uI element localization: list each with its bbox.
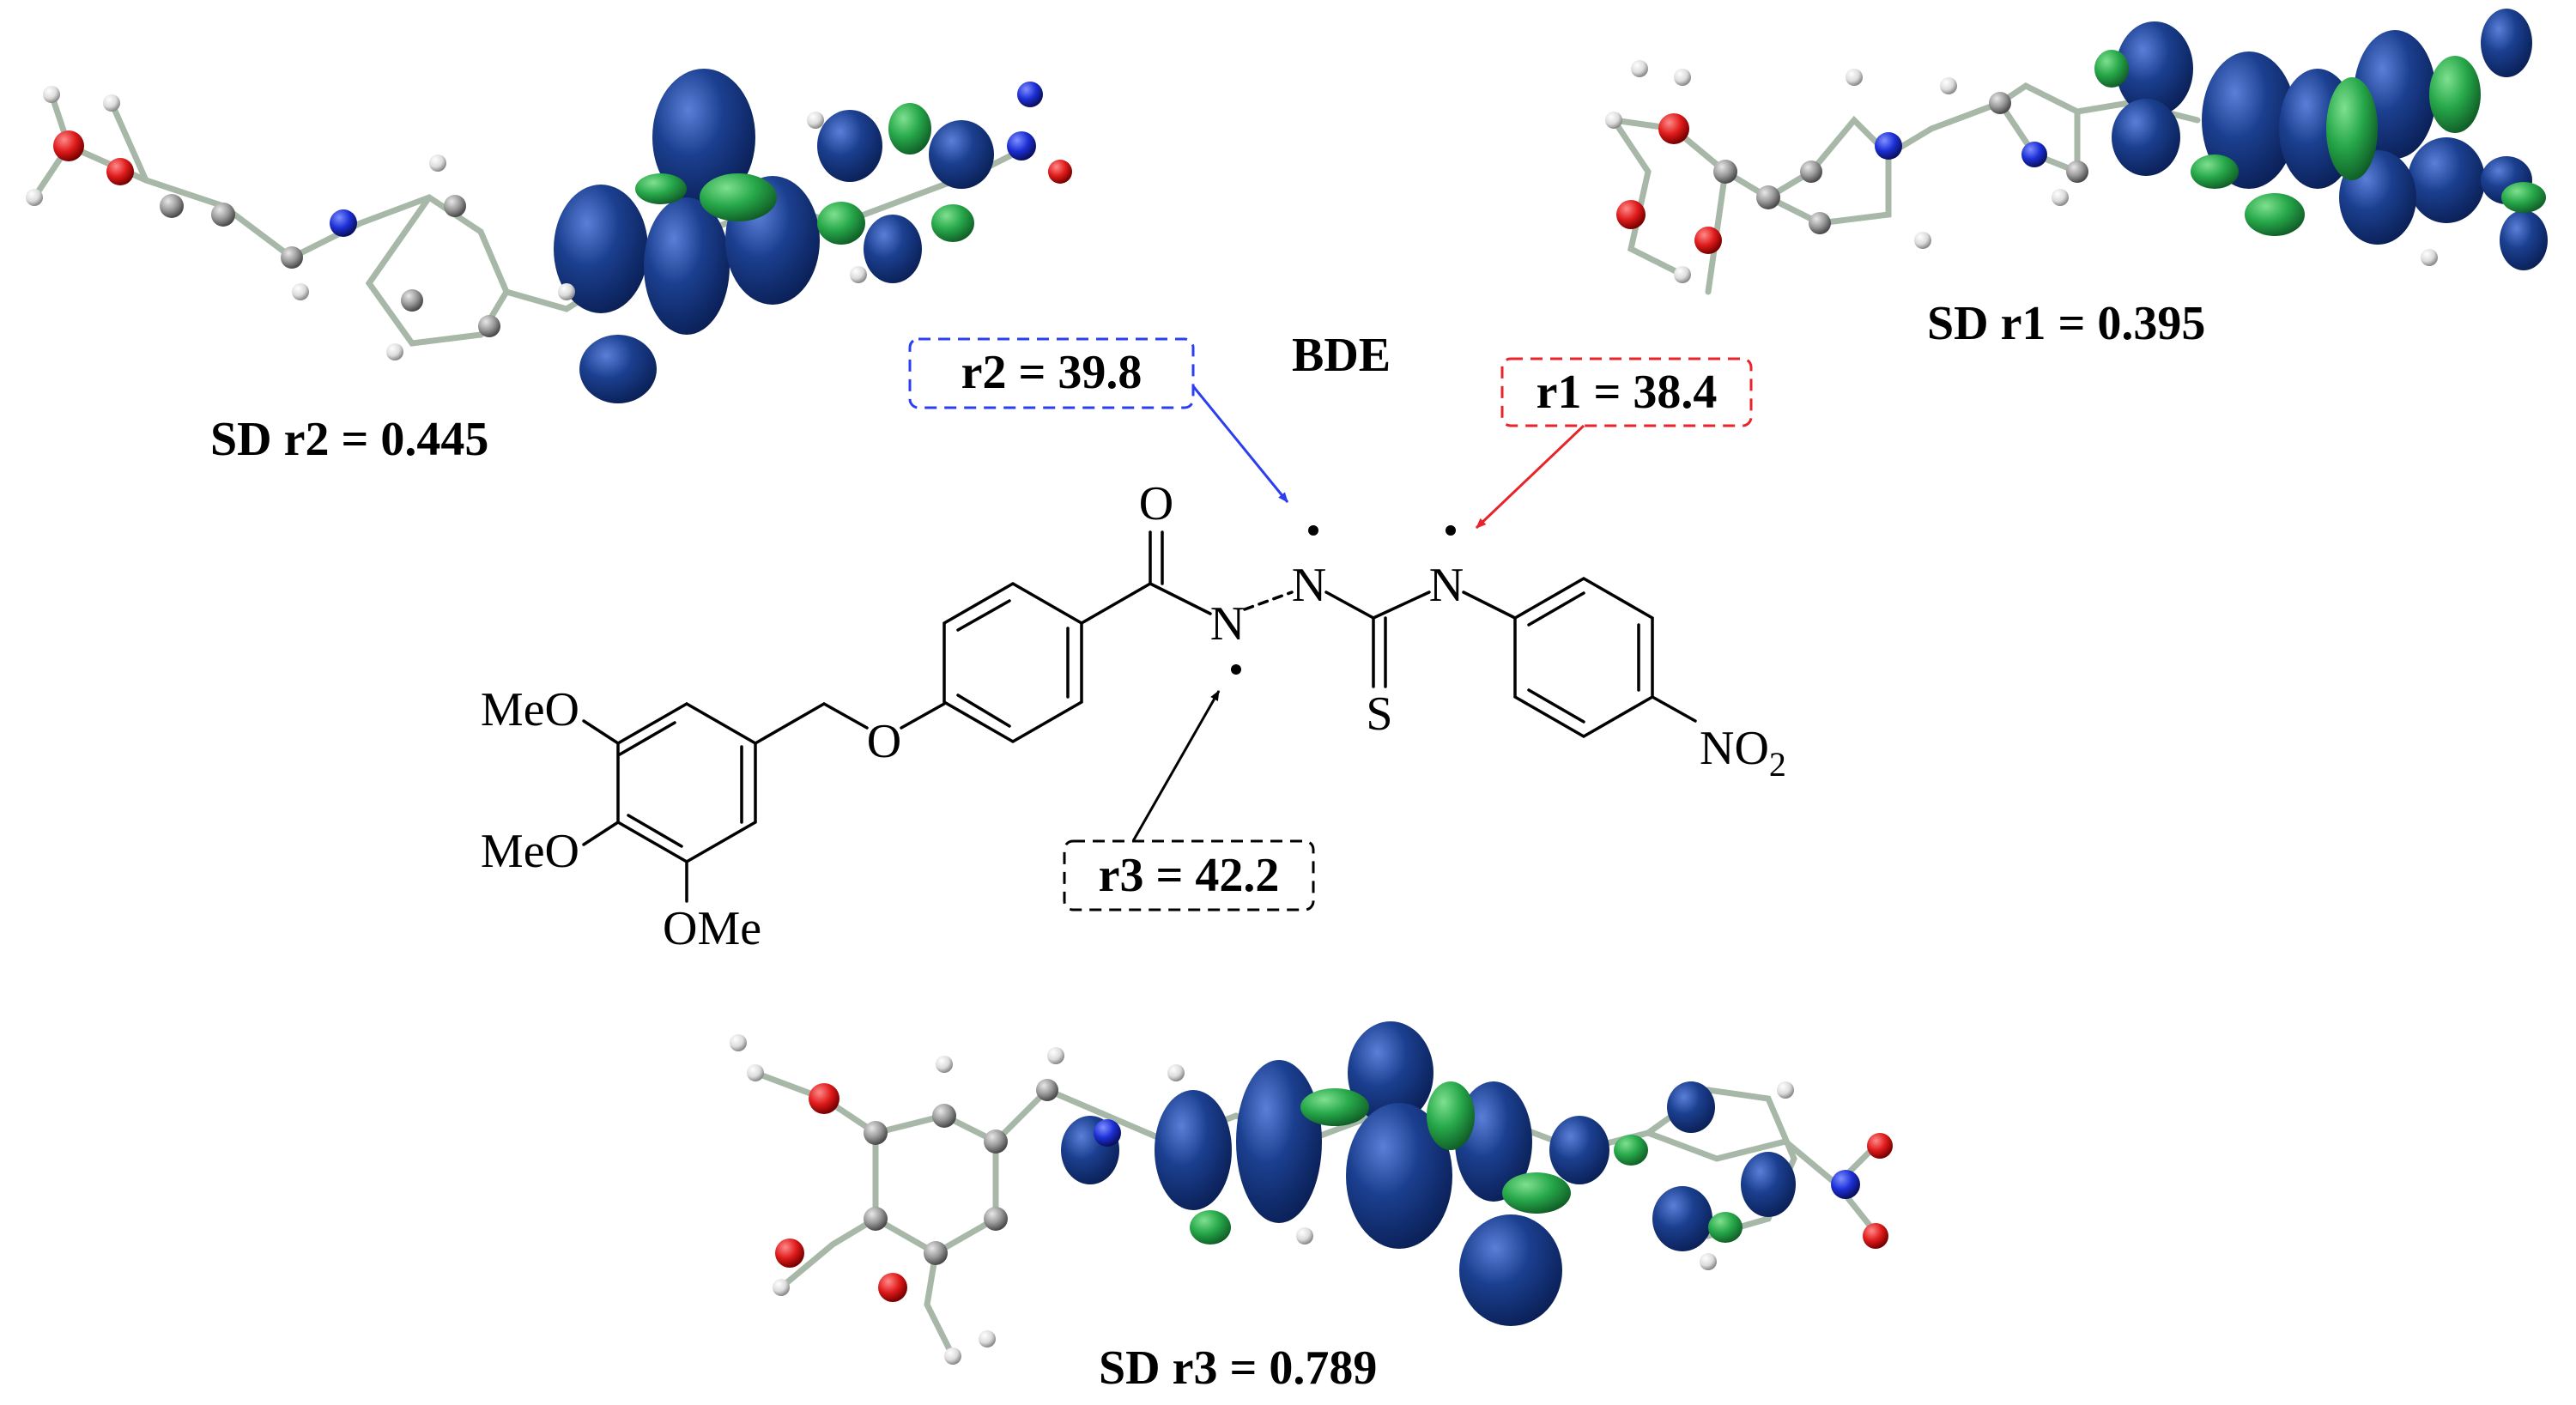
ether-oxygen-label: O [867, 715, 901, 768]
r2-arrow [1191, 385, 1289, 503]
r1-callout: r1 = 38.4 [1475, 357, 1753, 530]
r3-arrow [1131, 690, 1221, 842]
r1-bde-value: r1 = 38.4 [1537, 366, 1718, 419]
carbonyl-oxygen-label: O [1139, 477, 1173, 530]
methoxy-top-label: MeO [481, 683, 579, 736]
spin-density-render-r3 [730, 1021, 1893, 1365]
r1-arrow [1475, 424, 1585, 530]
r3-callout-box [1063, 839, 1315, 911]
r2-callout: r2 = 39.8 [908, 337, 1289, 503]
r3-callout: r3 = 42.2 [1063, 690, 1315, 911]
sulfur-label: S [1366, 687, 1392, 741]
spin-density-render-r2 [26, 69, 1072, 403]
hydrazine-nitrogen-label: N [1292, 559, 1326, 612]
sd-r3-label: SD r3 = 0.789 [1099, 1341, 1377, 1395]
sd-r1-label: SD r1 = 0.395 [1927, 297, 2205, 350]
methoxy-bottom-label: OMe [663, 902, 761, 955]
thioamide-nitrogen-label: N [1429, 559, 1464, 612]
r1-callout-box [1500, 357, 1753, 427]
radical-dot-r3 [1231, 664, 1241, 675]
r2-callout-box [908, 337, 1195, 409]
amide-nitrogen-label: N [1210, 597, 1245, 651]
nitro-group-label: NO2 [1700, 722, 1786, 784]
methoxy-middle-label: MeO [481, 825, 579, 878]
r3-bde-value: r3 = 42.2 [1099, 849, 1280, 902]
r2-bde-value: r2 = 39.8 [961, 346, 1143, 399]
spin-density-render-r1 [1605, 9, 2548, 295]
sd-r2-label: SD r2 = 0.445 [210, 413, 488, 466]
chemical-structure [582, 530, 1697, 903]
bde-title: BDE [1292, 329, 1391, 382]
radical-dot-r2 [1308, 525, 1318, 536]
radical-dot-r1 [1446, 525, 1456, 536]
